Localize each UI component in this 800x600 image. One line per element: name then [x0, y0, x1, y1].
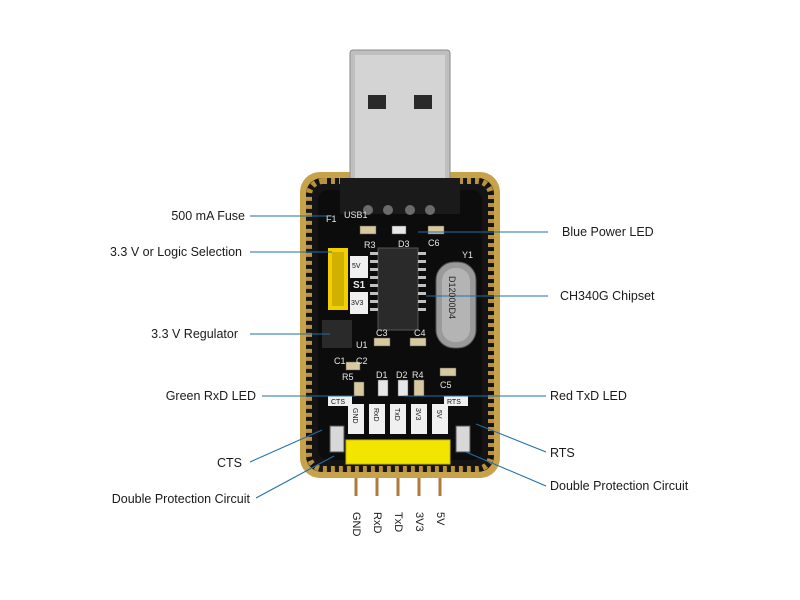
- label-rts: RTS: [550, 446, 575, 460]
- silk-hdr-5v: 5V: [435, 410, 442, 419]
- crystal-oscillator: [435, 261, 477, 349]
- pin-label-txd: TxD: [392, 512, 404, 533]
- silk-r5: R5: [342, 372, 354, 382]
- silk-sel-3v3: 3V3: [351, 300, 364, 307]
- silk-c4: C4: [414, 328, 426, 338]
- label-logic-selection: 3.3 V or Logic Selection: [109, 245, 242, 259]
- label-txd-led: Red TxD LED: [550, 389, 627, 403]
- label-protection-left: Double Protection Circuit: [111, 492, 250, 506]
- callout-lines: [249, 215, 548, 499]
- logic-select-switch: [328, 248, 368, 314]
- silk-cts: CTS: [331, 399, 345, 406]
- ch340g-chip: [370, 247, 426, 331]
- silk-hdr-3v3: 3V3: [414, 408, 421, 421]
- pin-label-gnd: GND: [350, 512, 362, 537]
- silk-d2: D2: [396, 370, 408, 380]
- pin-label-rxd: RxD: [371, 512, 383, 534]
- label-rxd-led: Green RxD LED: [165, 389, 256, 403]
- silk-r4: R4: [412, 370, 424, 380]
- silk-sel-5v: 5V: [352, 263, 361, 270]
- silk-s1: S1: [353, 280, 366, 291]
- silk-r3: R3: [364, 240, 376, 250]
- pin-label-3v3: 3V3: [413, 512, 425, 532]
- silk-rts: RTS: [447, 399, 461, 406]
- protection-part-right: [455, 425, 471, 453]
- silk-d1: D1: [376, 370, 388, 380]
- silk-u1: U1: [356, 340, 368, 350]
- line-rts: [475, 423, 547, 453]
- silk-usb1: USB1: [344, 210, 368, 220]
- silk-c3: C3: [376, 328, 388, 338]
- line-protection-left: [255, 455, 335, 499]
- silk-d3: D3: [398, 239, 410, 249]
- usb-slot-left: [368, 95, 386, 109]
- label-power-led: Blue Power LED: [562, 225, 654, 239]
- silk-c5: C5: [440, 380, 452, 390]
- pin-header: [345, 439, 451, 465]
- line-cts: [249, 429, 323, 463]
- silk-hdr-gnd: GND: [351, 408, 358, 424]
- label-cts: CTS: [217, 456, 242, 470]
- silk-c1: C1: [334, 356, 346, 366]
- label-fuse: 500 mA Fuse: [171, 209, 245, 223]
- smd-components: [345, 225, 457, 397]
- usb-slot-right: [414, 95, 432, 109]
- silk-y1: Y1: [462, 250, 473, 260]
- silk-crystal: D12000D4: [447, 276, 457, 319]
- silk-c6: C6: [428, 238, 440, 248]
- silk-hdr-rxd: RxD: [372, 408, 379, 422]
- header-label-block: [328, 396, 468, 434]
- silk-c2: C2: [356, 356, 368, 366]
- label-chipset: CH340G Chipset: [560, 289, 655, 303]
- protection-part-left: [329, 425, 345, 453]
- line-protection-right: [465, 451, 547, 487]
- silk-f1: F1: [326, 214, 337, 224]
- pin-label-5v: 5V: [434, 512, 446, 526]
- silk-hdr-txd: TxD: [393, 408, 400, 421]
- label-regulator: 3.3 V Regulator: [151, 327, 238, 341]
- label-protection-right: Double Protection Circuit: [550, 479, 689, 493]
- usb-connector: [340, 49, 460, 215]
